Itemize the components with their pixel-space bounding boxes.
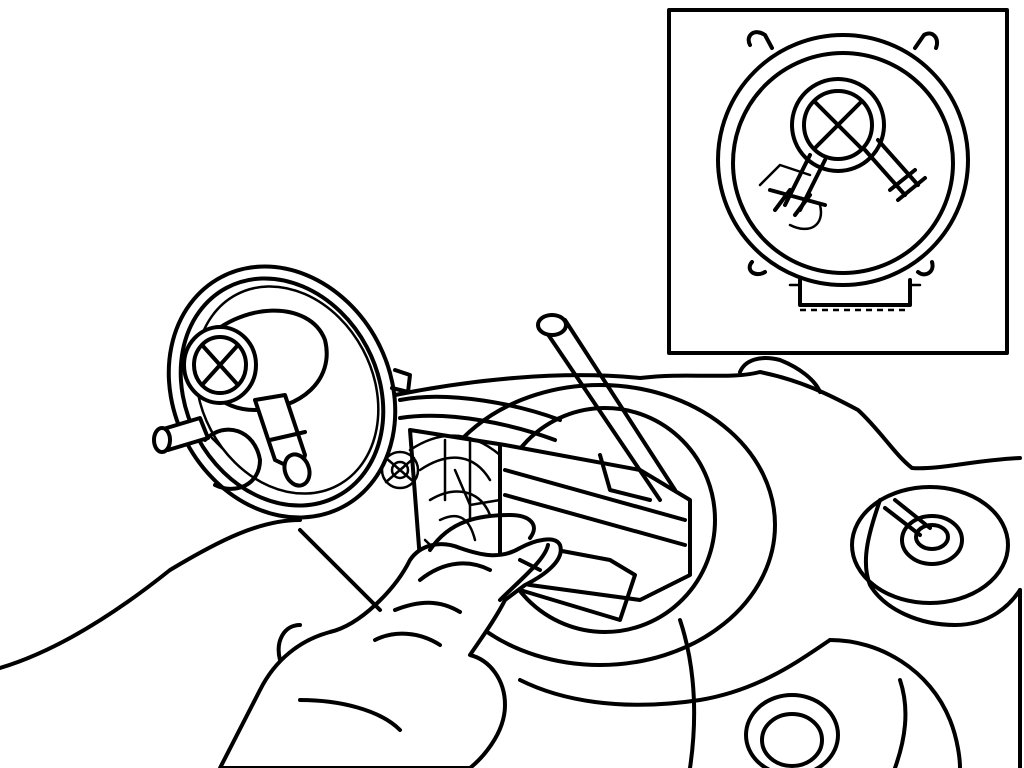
- finger-outline: [498, 543, 550, 602]
- detail-inset: [667, 8, 1009, 355]
- fuel-pump-flange: [152, 264, 412, 520]
- hand: [218, 513, 563, 768]
